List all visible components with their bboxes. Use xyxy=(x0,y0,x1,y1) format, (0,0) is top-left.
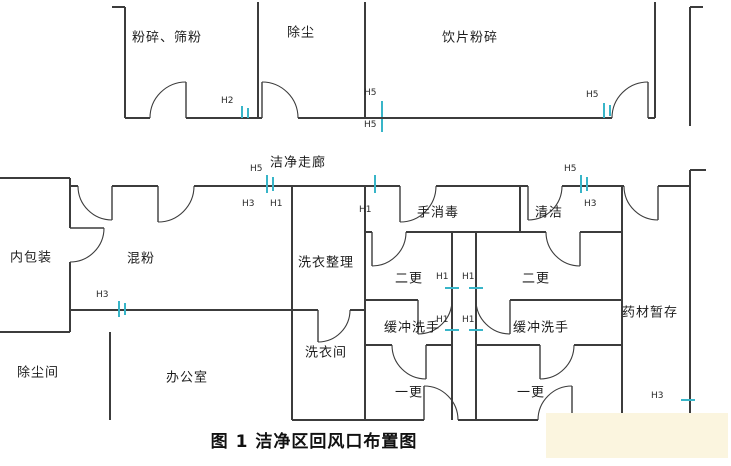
vent-marker-h3: H3 xyxy=(242,199,255,209)
vent-marker-h3: H3 xyxy=(584,199,597,209)
vent-marker-h2: H2 xyxy=(221,96,234,106)
room-label-xiyi-zhengli: 洗衣整理 xyxy=(297,255,355,271)
vent-tick-icon xyxy=(381,101,383,117)
vent-tick-icon xyxy=(469,287,483,289)
figure-caption: 图 1 洁净区回风口布置图 xyxy=(210,432,418,452)
vent-marker-h3: H3 xyxy=(96,290,109,300)
corridor-label: 洁净走廊 xyxy=(269,155,327,171)
room-label-xiyijian: 洗衣间 xyxy=(304,345,348,361)
vent-marker-h1: H1 xyxy=(436,272,449,282)
vent-tick-icon xyxy=(445,329,459,331)
vent-tick-icon xyxy=(381,119,383,132)
room-label-yaocai-zancun: 药材暂存 xyxy=(621,305,679,321)
vent-marker-h5: H5 xyxy=(364,88,377,98)
room-label-yigeng-right: 一更 xyxy=(516,385,546,401)
vent-tick-icon xyxy=(118,301,120,317)
vent-marker-h5: H5 xyxy=(586,90,599,100)
vent-marker-h1: H1 xyxy=(462,272,475,282)
vent-marker-h1: H1 xyxy=(270,199,283,209)
room-label-chuchen-jian: 除尘间 xyxy=(16,365,60,381)
room-label-qingjie: 清洁 xyxy=(534,205,564,221)
vent-marker-h5: H5 xyxy=(250,164,263,174)
vent-tick-icon xyxy=(580,175,582,193)
vent-tick-icon xyxy=(272,177,274,191)
wall-lines xyxy=(0,2,706,421)
room-label-huanchong-xishou-right: 缓冲洗手 xyxy=(512,320,570,336)
room-label-yigeng-left: 一更 xyxy=(394,385,424,401)
vent-marker-h3: H3 xyxy=(651,391,664,401)
room-label-yinpian-fensui: 饮片粉碎 xyxy=(441,30,499,46)
vent-tick-icon xyxy=(241,106,243,118)
vent-marker-h5: H5 xyxy=(564,164,577,174)
vent-marker-h1: H1 xyxy=(436,315,449,325)
vent-marker-h5: H5 xyxy=(364,120,377,130)
room-label-ergeng-right: 二更 xyxy=(521,271,551,287)
room-label-ergeng-left: 二更 xyxy=(394,271,424,287)
vent-tick-icon xyxy=(603,103,605,118)
vent-tick-icon xyxy=(266,175,268,193)
watermark xyxy=(546,413,728,458)
vent-tick-icon xyxy=(247,108,249,118)
vent-tick-icon xyxy=(124,303,126,315)
room-label-chuchen: 除尘 xyxy=(286,25,316,41)
vent-tick-icon xyxy=(445,287,459,289)
room-label-bangongshi: 办公室 xyxy=(165,370,209,386)
door-arcs xyxy=(69,81,659,421)
vent-tick-icon xyxy=(586,177,588,191)
vent-tick-icon xyxy=(374,175,376,193)
room-label-hunfen: 混粉 xyxy=(126,251,156,267)
room-label-shou-xiaodu: 手消毒 xyxy=(416,205,460,221)
room-label-neibaozhuang: 内包装 xyxy=(9,250,53,266)
vent-tick-icon xyxy=(681,399,695,401)
vent-marker-h1: H1 xyxy=(462,315,475,325)
room-label-huanchong-xishou-left: 缓冲洗手 xyxy=(383,320,441,336)
vent-marker-h1: H1 xyxy=(359,205,372,215)
vent-tick-icon xyxy=(609,105,611,116)
vent-tick-icon xyxy=(469,329,483,331)
room-label-fensui-shaifen: 粉碎、筛粉 xyxy=(131,30,203,46)
